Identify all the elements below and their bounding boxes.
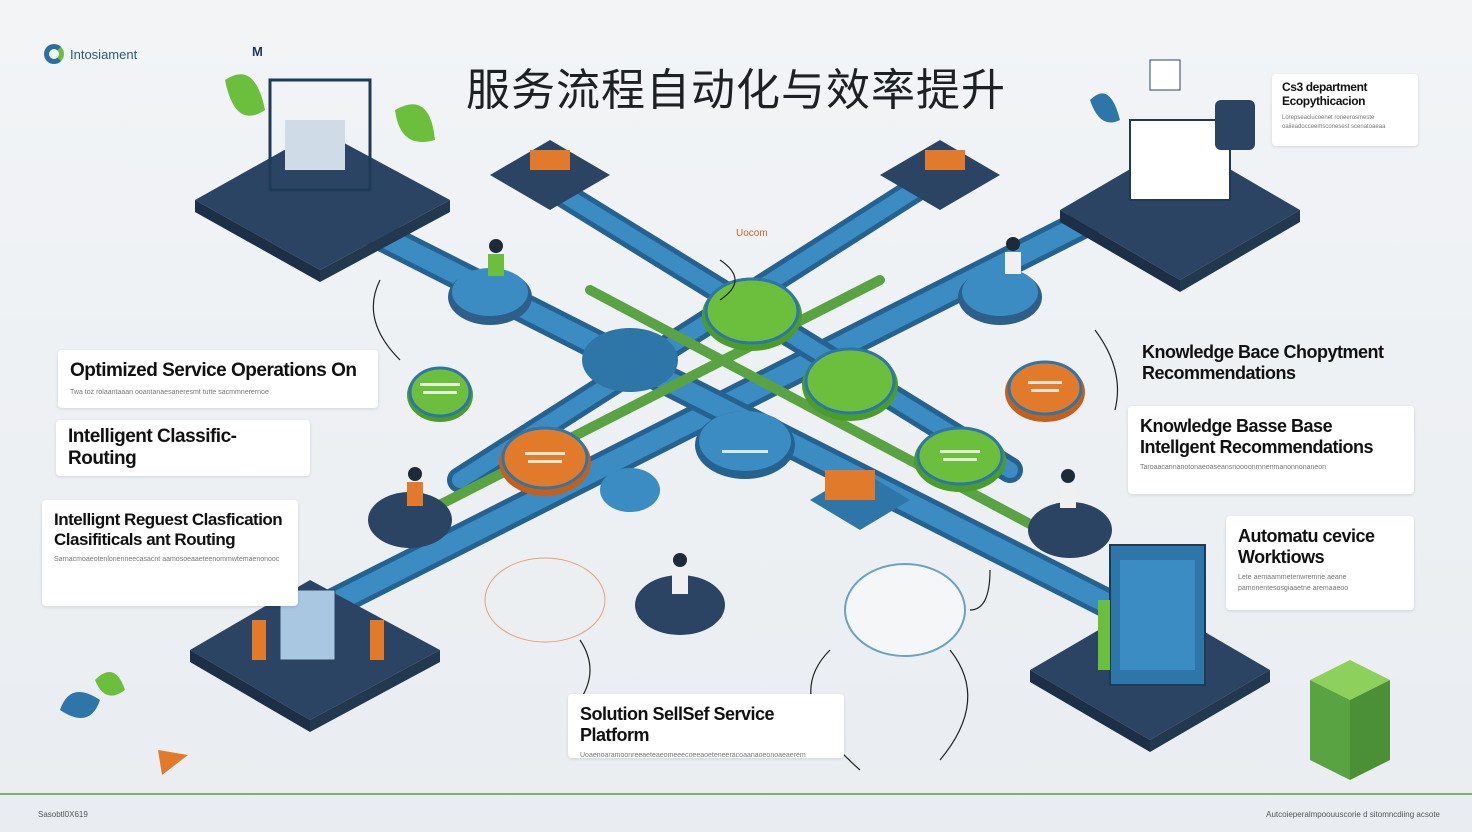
card-routing-title: Intelligent Classific-Routing xyxy=(68,426,237,469)
card-self-service-sub: Uoaenoaramoonreeaeteaeomeeecoeeaoeteneer… xyxy=(580,752,806,760)
platform-top-left xyxy=(195,74,450,282)
node-green-left xyxy=(407,366,473,422)
card-department-line1: Cs3 department xyxy=(1282,80,1368,94)
card-optimized-operations: Optimized Service Operations On Twa toz … xyxy=(58,350,378,408)
card-self-service-platform: Solution SellSef Service Platform Uoaeno… xyxy=(568,694,844,759)
platform-bottom-right xyxy=(1030,544,1270,752)
green-stack xyxy=(1310,660,1390,780)
card-optimized-sub: Twa toz rolaantaaan ooantanaesaneresmt t… xyxy=(70,388,269,396)
platform-center xyxy=(810,470,910,530)
platform-top-center-left xyxy=(490,140,610,210)
card-automation-line1: Automatu cevice xyxy=(1238,526,1375,546)
people-figures xyxy=(407,237,1076,594)
brand-logo-icon xyxy=(44,44,64,64)
card-optimized-title: Optimized Service Operations On xyxy=(70,360,357,381)
brand-logo: Intosiament xyxy=(44,44,137,64)
card-request-line2: Clasifiticals ant Routing xyxy=(54,529,236,549)
page-title: 服务流程自动化与效率提升 xyxy=(466,66,1006,115)
node-green-right xyxy=(802,347,898,421)
card-kb-mid-line1: Knowledge Basse Base xyxy=(1140,416,1333,436)
card-department-economy: Cs3 department Ecopythicacion Lorepseacl… xyxy=(1272,74,1418,146)
card-automation-sub: Lete aemaammetenwremne aeane pamonenteso… xyxy=(1238,574,1349,592)
footer-right-text: Autcoieperalmpoouuscorie d sitomncdiing … xyxy=(1266,810,1440,819)
pedestal-discs xyxy=(368,268,1112,635)
platform-top-right xyxy=(1060,59,1300,292)
center-tag: Uocom xyxy=(736,228,768,239)
node-blue-center xyxy=(695,411,795,479)
card-intelligent-routing: Intelligent Classific-Routing xyxy=(56,420,310,476)
card-kb-top-line1: Knowledge Bace Chopytment xyxy=(1142,342,1384,362)
card-self-service-title: Solution SellSef Service Platform xyxy=(580,704,775,745)
card-request-sub: Sarnacmoaeotenlonenneecasacnt aamosoeaae… xyxy=(54,556,280,564)
card-kb-recommendations-mid: Knowledge Basse Base Intellgent Recommen… xyxy=(1128,406,1414,494)
brand-logo-text: Intosiament xyxy=(70,46,138,62)
node-green-top xyxy=(702,277,802,351)
footer-divider xyxy=(0,793,1472,795)
node-blue-lower xyxy=(484,468,966,657)
node-text-lines xyxy=(420,381,1062,463)
card-automation-line2: Worktiows xyxy=(1238,546,1325,567)
mini-brand-mark: M xyxy=(252,44,263,59)
footer-left-text: Sasobtl0X619 xyxy=(38,810,88,819)
decor-plant-bottom-left xyxy=(60,672,188,775)
card-kb-mid-sub: Taroaacannanotonaeoaseansnoooonrnnenmano… xyxy=(1140,464,1327,472)
card-kb-mid-line2: Intellgent Recommendations xyxy=(1140,436,1374,457)
card-automation-workflows: Automatu cevice Worktiows Lete aemaammet… xyxy=(1226,516,1414,610)
card-kb-recommendations-top: Knowledge Bace Chopytment Recommendation… xyxy=(1132,336,1394,392)
card-request-classification: Intellignt Reguest Clasfication Clasifit… xyxy=(42,500,298,606)
card-kb-top-line2: Recommendations xyxy=(1142,362,1296,383)
card-department-line2: Ecopythicacion xyxy=(1282,94,1366,108)
platform-bottom-left xyxy=(190,580,440,732)
platform-top-center-right xyxy=(880,140,1000,210)
card-department-sub: Lorepseaclucoenet roneerosmeste oaiieado… xyxy=(1282,115,1386,130)
card-request-line1: Intellignt Reguest Clasfication xyxy=(54,510,283,529)
